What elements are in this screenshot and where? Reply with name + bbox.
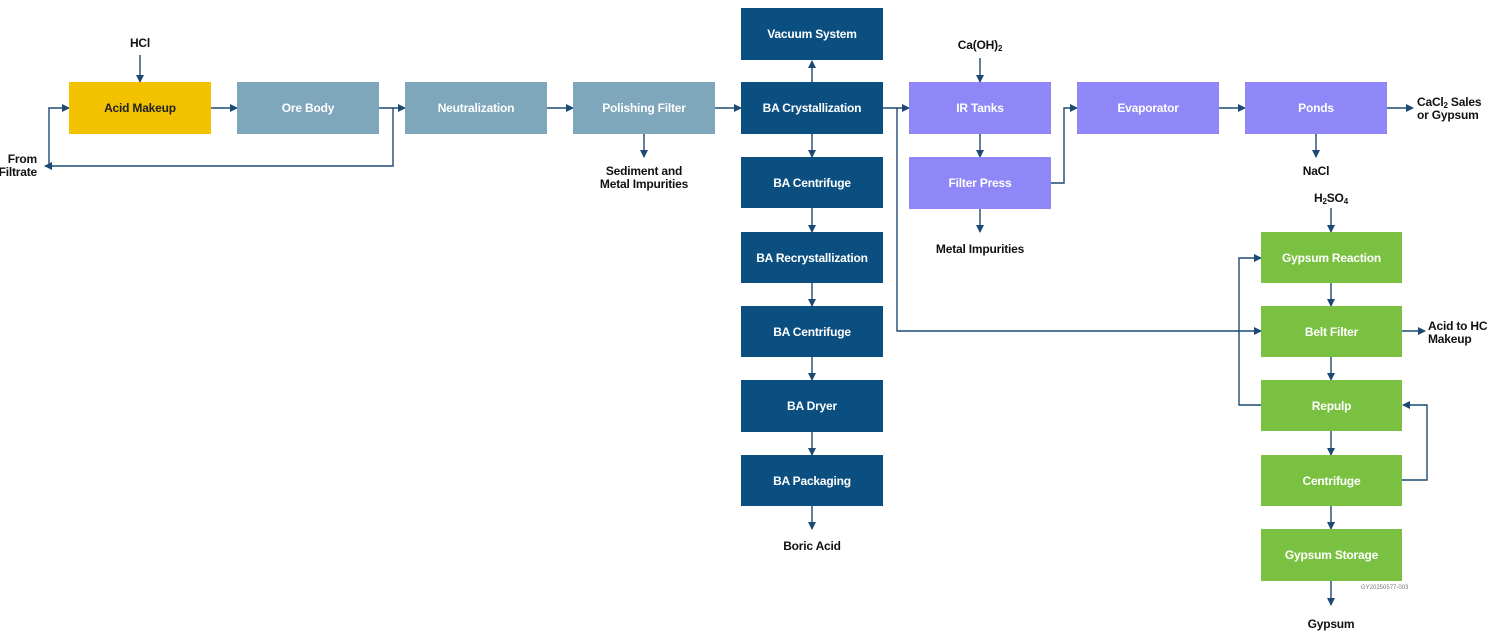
arrow-filter-press-to-evaporator xyxy=(1051,104,1078,184)
arrow-mother-liquor-to-belt-filter xyxy=(896,108,1262,335)
h2so4-h: H xyxy=(1314,191,1323,205)
hcl-label: HCl xyxy=(129,36,151,50)
cacl2-sales-label: CaCl2 Sales or Gypsum xyxy=(1417,96,1481,122)
from-filtrate-line-2: Filtrate xyxy=(0,165,37,179)
filter-press-box: Filter Press xyxy=(909,157,1051,209)
gypsum-storage-box: Gypsum Storage xyxy=(1261,529,1402,581)
arrow-repulp-to-gypsum-reaction xyxy=(1238,254,1262,406)
arrow-filtrate-to-acid-makeup xyxy=(48,104,70,166)
h2so4-label: H2SO4 xyxy=(1314,191,1348,206)
from-filtrate-line-1: From xyxy=(7,152,37,166)
sediment-line-1: Sediment and xyxy=(605,164,683,178)
belt-filter-box: Belt Filter xyxy=(1261,306,1402,357)
cacl2-text: CaCl xyxy=(1417,95,1444,109)
caoh2-subscript: 2 xyxy=(997,44,1003,53)
cacl2-sales-text: Sales xyxy=(1447,95,1482,109)
h2so4-subscript-2: 4 xyxy=(1343,197,1348,206)
nacl-label: NaCl xyxy=(1302,164,1330,178)
polishing-filter-box: Polishing Filter xyxy=(573,82,715,134)
centrifuge-box: Centrifuge xyxy=(1261,455,1402,506)
caoh2-label: Ca(OH)2 xyxy=(957,38,1003,53)
ba-crystallization-box: BA Crystallization xyxy=(741,82,883,134)
neutralization-box: Neutralization xyxy=(405,82,547,134)
ba-centrifuge-box-2: BA Centrifuge xyxy=(741,306,883,357)
acid-to-hcl-line-1: Acid to HCl xyxy=(1428,319,1488,333)
arrow-recycle-to-filtrate xyxy=(44,108,394,170)
repulp-box: Repulp xyxy=(1261,380,1402,431)
reference-code: GY20250577-003 xyxy=(1361,585,1409,591)
from-filtrate-label: From Filtrate xyxy=(0,153,37,179)
ir-tanks-box: IR Tanks xyxy=(909,82,1051,134)
ore-body-box: Ore Body xyxy=(237,82,379,134)
boric-acid-label: Boric Acid xyxy=(783,539,841,553)
arrow-centrifuge-to-repulp xyxy=(1402,401,1428,481)
ponds-box: Ponds xyxy=(1245,82,1387,134)
h2so4-so: SO xyxy=(1326,191,1344,205)
acid-makeup-box: Acid Makeup xyxy=(69,82,211,134)
cacl2-subscript: 2 xyxy=(1443,101,1448,110)
evaporator-box: Evaporator xyxy=(1077,82,1219,134)
caoh2-text: Ca(OH) xyxy=(957,38,998,52)
cacl2-line-1: CaCl2 Sales xyxy=(1417,95,1482,110)
gypsum-reaction-box: Gypsum Reaction xyxy=(1261,232,1402,283)
sediment-label: Sediment and Metal Impurities xyxy=(600,165,688,191)
ba-centrifuge-box-1: BA Centrifuge xyxy=(741,157,883,208)
ba-packaging-box: BA Packaging xyxy=(741,455,883,506)
acid-to-hcl-label: Acid to HCl Makeup xyxy=(1428,320,1488,346)
sediment-line-2: Metal Impurities xyxy=(599,177,689,191)
ba-recrystallization-box: BA Recrystallization xyxy=(741,232,883,283)
acid-to-hcl-line-2: Makeup xyxy=(1428,332,1472,346)
gypsum-label: Gypsum xyxy=(1307,617,1355,631)
vacuum-system-box: Vacuum System xyxy=(741,8,883,60)
h2so4-subscript-1: 2 xyxy=(1322,197,1327,206)
metal-impurities-label: Metal Impurities xyxy=(935,242,1025,256)
ba-dryer-box: BA Dryer xyxy=(741,380,883,432)
cacl2-line-2: or Gypsum xyxy=(1417,108,1479,122)
